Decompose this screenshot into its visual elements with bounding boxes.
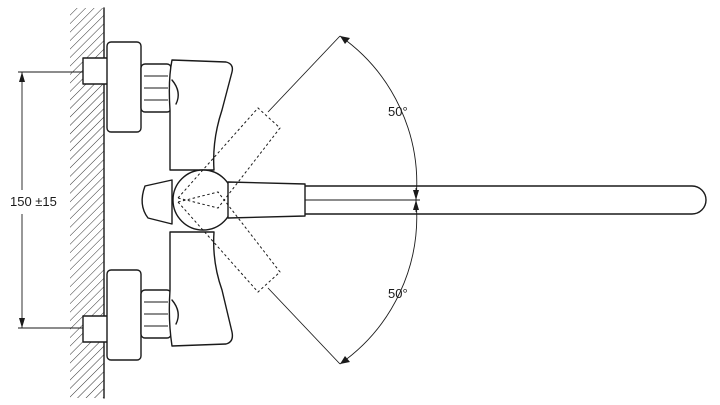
mixer-body — [141, 59, 234, 347]
spacing-dimension: 150 ±15 — [10, 71, 92, 329]
upper-connector — [82, 41, 172, 133]
lever-handle — [172, 169, 306, 231]
angle-lower-label: 50° — [388, 286, 408, 301]
spacing-label: 150 ±15 — [10, 194, 57, 209]
lever-alt-positions — [177, 107, 281, 293]
angle-upper-label: 50° — [388, 104, 408, 119]
lower-connector — [82, 269, 172, 361]
angle-dimension: 50° 50° — [267, 35, 419, 365]
